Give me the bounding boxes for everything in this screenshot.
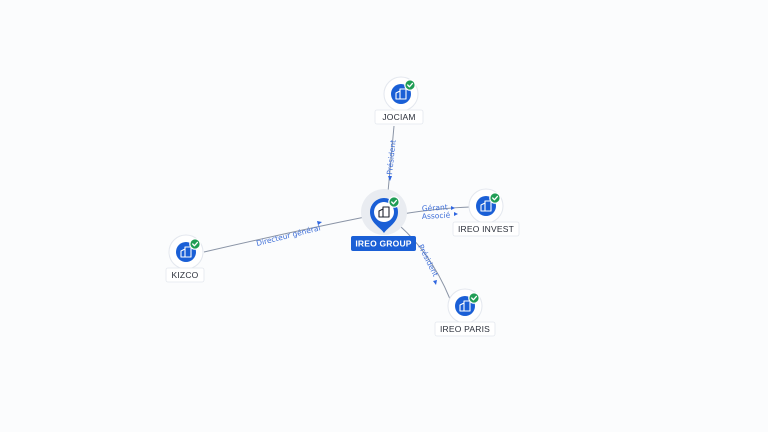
node-ireo-invest[interactable]: IREO INVEST <box>452 188 520 237</box>
edge-labels: Président Gérant Associé Président Direc… <box>255 139 458 285</box>
edge-kizco-ireo-group[interactable] <box>203 215 371 253</box>
edges <box>203 125 471 300</box>
edge-label-president-ireo-paris: Président <box>416 243 440 278</box>
arrow-icon <box>451 206 455 210</box>
arrow-icon <box>388 176 392 181</box>
node-label: JOCIAM <box>382 112 415 122</box>
verified-check-icon <box>388 196 400 208</box>
arrow-icon <box>454 212 458 216</box>
node-label: IREO INVEST <box>458 224 514 234</box>
node-label-box <box>351 236 416 251</box>
verified-check-icon <box>404 79 416 91</box>
node-label-box <box>165 267 205 283</box>
building-icon <box>378 206 390 218</box>
edge-label-associe: Associé <box>422 211 451 221</box>
verified-check-icon <box>489 192 501 204</box>
node-label-box <box>434 321 496 337</box>
node-kizco[interactable]: KIZCO <box>165 234 205 283</box>
edge-ireo-group-ireo-invest[interactable] <box>401 206 471 215</box>
node-label-box <box>374 109 424 125</box>
node-label: IREO GROUP <box>355 239 411 249</box>
node-label-box <box>452 221 520 237</box>
arrow-icon <box>317 221 322 225</box>
node-ireo-group[interactable]: IREO GROUP <box>351 189 416 251</box>
edge-label-directeur-general: Directeur général <box>255 223 321 248</box>
node-jociam[interactable]: JOCIAM <box>374 76 424 125</box>
node-label: IREO PARIS <box>440 324 490 334</box>
edge-jociam-ireo-group[interactable] <box>387 125 395 193</box>
node-ireo-paris[interactable]: IREO PARIS <box>434 288 496 337</box>
edge-ireo-group-ireo-paris[interactable] <box>399 225 451 300</box>
edge-label-president-jociam: Président <box>385 139 398 175</box>
edge-label-gerant: Gérant <box>422 203 448 213</box>
node-label: KIZCO <box>172 270 199 280</box>
verified-check-icon <box>189 238 201 250</box>
verified-check-icon <box>468 292 480 304</box>
arrow-icon <box>433 280 437 285</box>
